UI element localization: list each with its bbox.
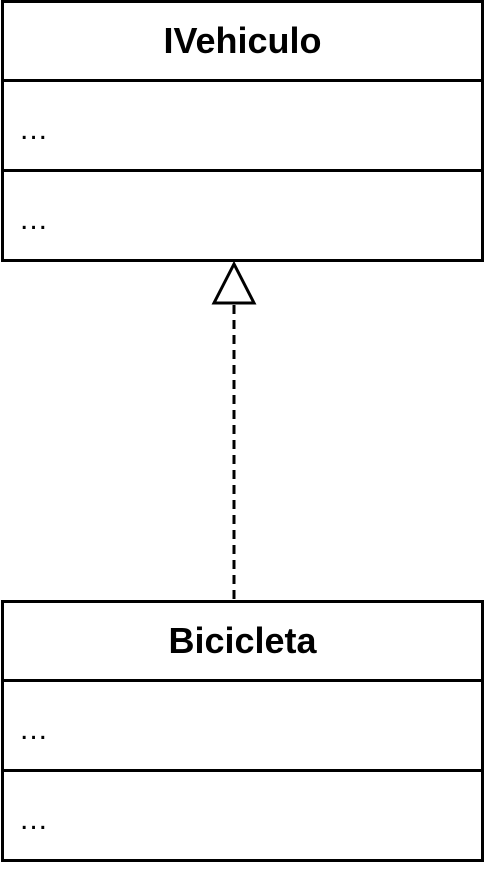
uml-class-ivehiculo[interactable]: IVehiculo ... ... [1,0,484,262]
hollow-triangle-arrowhead-icon [211,260,257,305]
uml-class-bicicleta[interactable]: Bicicleta ... ... [1,600,484,862]
attributes-section: ... [4,79,481,169]
attributes-placeholder: ... [20,113,49,146]
methods-placeholder: ... [20,203,49,236]
methods-section: ... [4,769,481,859]
attributes-section: ... [4,679,481,769]
methods-section: ... [4,169,481,259]
class-title: Bicicleta [168,620,317,661]
class-title: IVehiculo [163,20,322,61]
methods-placeholder: ... [20,803,49,836]
attributes-placeholder: ... [20,713,49,746]
